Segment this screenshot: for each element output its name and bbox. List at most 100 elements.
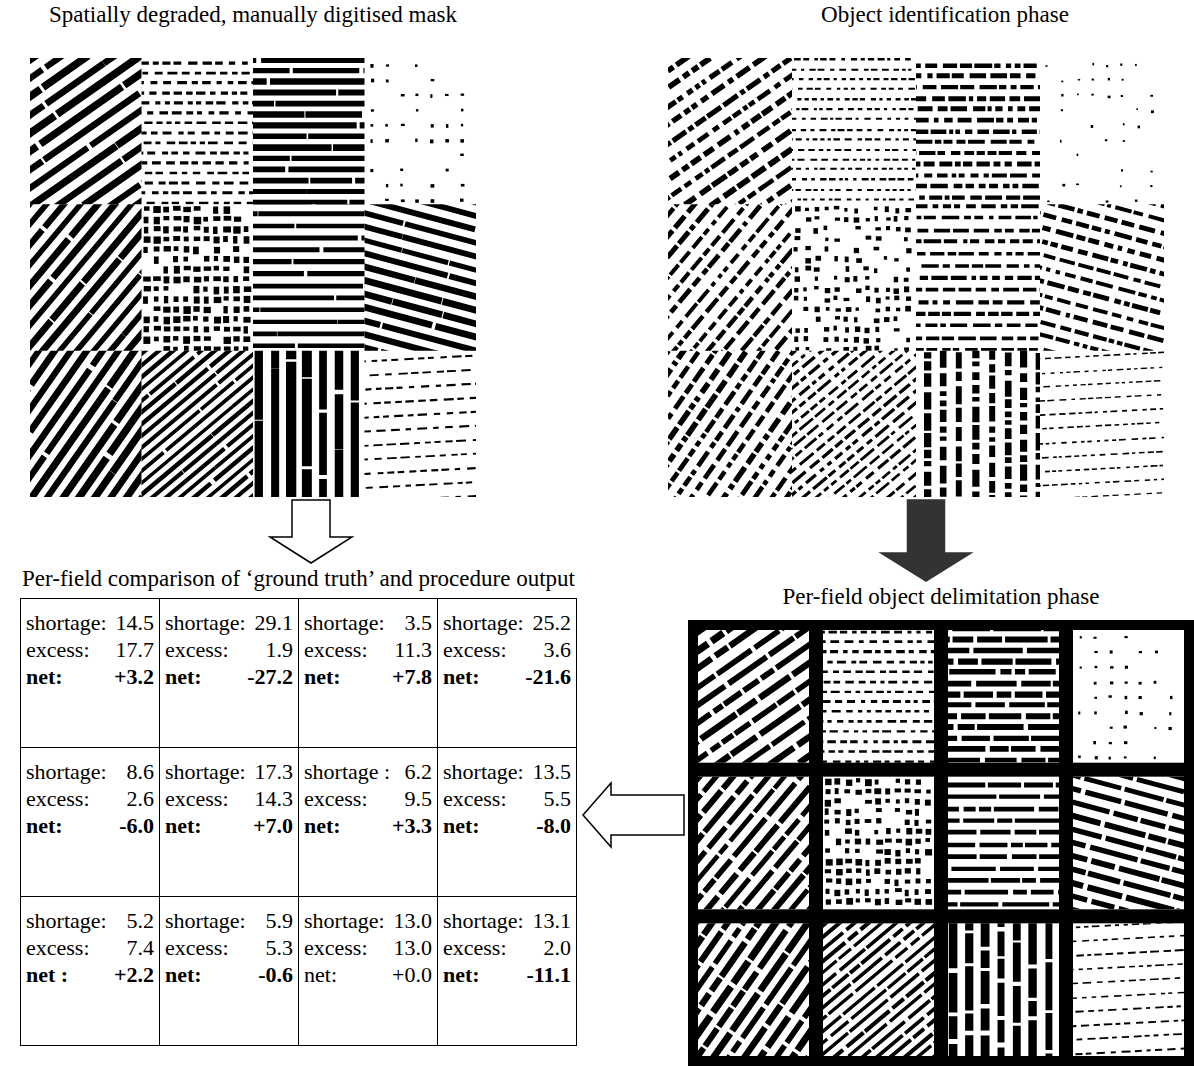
- texture-stripe: [365, 480, 477, 490]
- texture-dot: [856, 898, 860, 902]
- texture-stripe: [271, 351, 279, 497]
- texture-dot: [836, 839, 841, 846]
- measure-label: excess:: [443, 636, 507, 663]
- texture-dot: [1150, 185, 1152, 187]
- texture-dot: [154, 337, 159, 342]
- texture-stripe: [1073, 1004, 1184, 1014]
- texture-field: [1078, 636, 1172, 759]
- texture-stripe: [792, 159, 916, 161]
- texture-stripe: [365, 319, 477, 351]
- texture-dot: [234, 217, 241, 222]
- texture-dot: [845, 859, 852, 864]
- texture-dot: [204, 336, 211, 340]
- measure-label: shortage:: [165, 758, 246, 785]
- texture-dot: [385, 199, 389, 201]
- texture-stripe: [253, 308, 365, 312]
- texture-dot: [183, 207, 191, 212]
- texture-field: [792, 58, 916, 204]
- texture-field: [948, 777, 1059, 910]
- texture-dot: [905, 789, 911, 793]
- texture-dot: [904, 347, 909, 350]
- measure-label: shortage:: [26, 609, 107, 636]
- texture-stripe: [1020, 351, 1027, 497]
- measure-value: +7.0: [253, 812, 293, 839]
- value-row: excess:1.9: [165, 636, 293, 663]
- texture-dot: [1169, 712, 1171, 715]
- texture-dot: [895, 208, 899, 213]
- image-panel: Object identification phase: [668, 2, 1164, 497]
- texture-dot: [915, 849, 919, 854]
- texture-dot: [795, 267, 799, 272]
- texture-dot: [834, 256, 837, 261]
- texture-dot: [896, 227, 901, 231]
- texture-dot: [894, 216, 898, 222]
- value-row: net:+3.3: [304, 812, 432, 839]
- measure-label: net:: [165, 961, 202, 988]
- texture-dot: [834, 778, 840, 784]
- texture-dot: [431, 199, 435, 203]
- texture-dot: [846, 780, 852, 786]
- texture-stripe: [1036, 351, 1040, 497]
- texture-dot: [233, 246, 239, 252]
- texture-stripe: [142, 191, 254, 194]
- table-cell: shortage:25.2excess:3.6net:-21.6: [437, 598, 577, 748]
- texture-dot: [904, 216, 908, 220]
- texture-stripe: [722, 377, 792, 497]
- texture-stripe: [758, 955, 809, 1056]
- texture-dot: [835, 218, 840, 221]
- texture-dot: [914, 789, 921, 793]
- measure-label: net:: [26, 812, 63, 839]
- texture-stripe: [989, 351, 995, 497]
- texture-dot: [143, 337, 150, 344]
- texture-dot: [1125, 666, 1128, 669]
- measure-value: 17.7: [116, 636, 155, 663]
- texture-stripe: [823, 671, 934, 674]
- measure-label: excess:: [304, 785, 368, 812]
- texture-dot: [1110, 727, 1113, 729]
- texture-stripe: [948, 758, 1059, 763]
- texture-stripe: [863, 997, 934, 1056]
- texture-dot: [173, 307, 179, 313]
- texture-stripe: [253, 331, 365, 336]
- texture-stripe: [823, 631, 934, 634]
- texture-dot: [144, 326, 149, 332]
- measure-value: 13.5: [533, 758, 572, 785]
- panel-title: Per-field object delimitation phase: [688, 584, 1194, 610]
- texture-field: [948, 923, 1059, 1056]
- texture-dot: [805, 208, 809, 211]
- texture-stripe: [916, 229, 1040, 233]
- texture-field: [1040, 204, 1164, 350]
- texture-stripe: [948, 746, 1059, 752]
- value-row: shortage:29.1: [165, 609, 293, 636]
- texture-dot: [223, 236, 228, 242]
- measure-value: 5.2: [127, 907, 155, 934]
- texture-dot: [193, 247, 199, 255]
- texture-dot: [431, 184, 435, 187]
- texture-dot: [836, 308, 841, 311]
- texture-dot: [905, 868, 911, 873]
- texture-field: [698, 777, 809, 910]
- texture-stripe: [1040, 420, 1164, 431]
- texture-stripe: [668, 58, 790, 156]
- texture-dot: [370, 169, 373, 172]
- texture-stripe: [142, 92, 254, 95]
- texture-dot: [224, 296, 229, 300]
- texture-dot: [386, 64, 389, 66]
- texture-dot: [163, 237, 169, 242]
- texture-stripe: [253, 178, 365, 184]
- value-row: net:+3.2: [26, 663, 154, 690]
- texture-stripe: [142, 161, 254, 164]
- texture-dot: [415, 94, 418, 96]
- texture-stripe: [253, 343, 365, 347]
- texture-dot: [204, 266, 211, 270]
- measure-label: shortage:: [26, 758, 107, 785]
- texture-dot: [1078, 79, 1080, 81]
- texture-stripe: [792, 138, 916, 140]
- texture-dot: [144, 236, 151, 242]
- texture-dot: [834, 276, 837, 280]
- measure-label: shortage:: [443, 907, 524, 934]
- texture-dot: [856, 258, 862, 263]
- texture-dot: [896, 900, 903, 905]
- texture-field: [370, 64, 464, 203]
